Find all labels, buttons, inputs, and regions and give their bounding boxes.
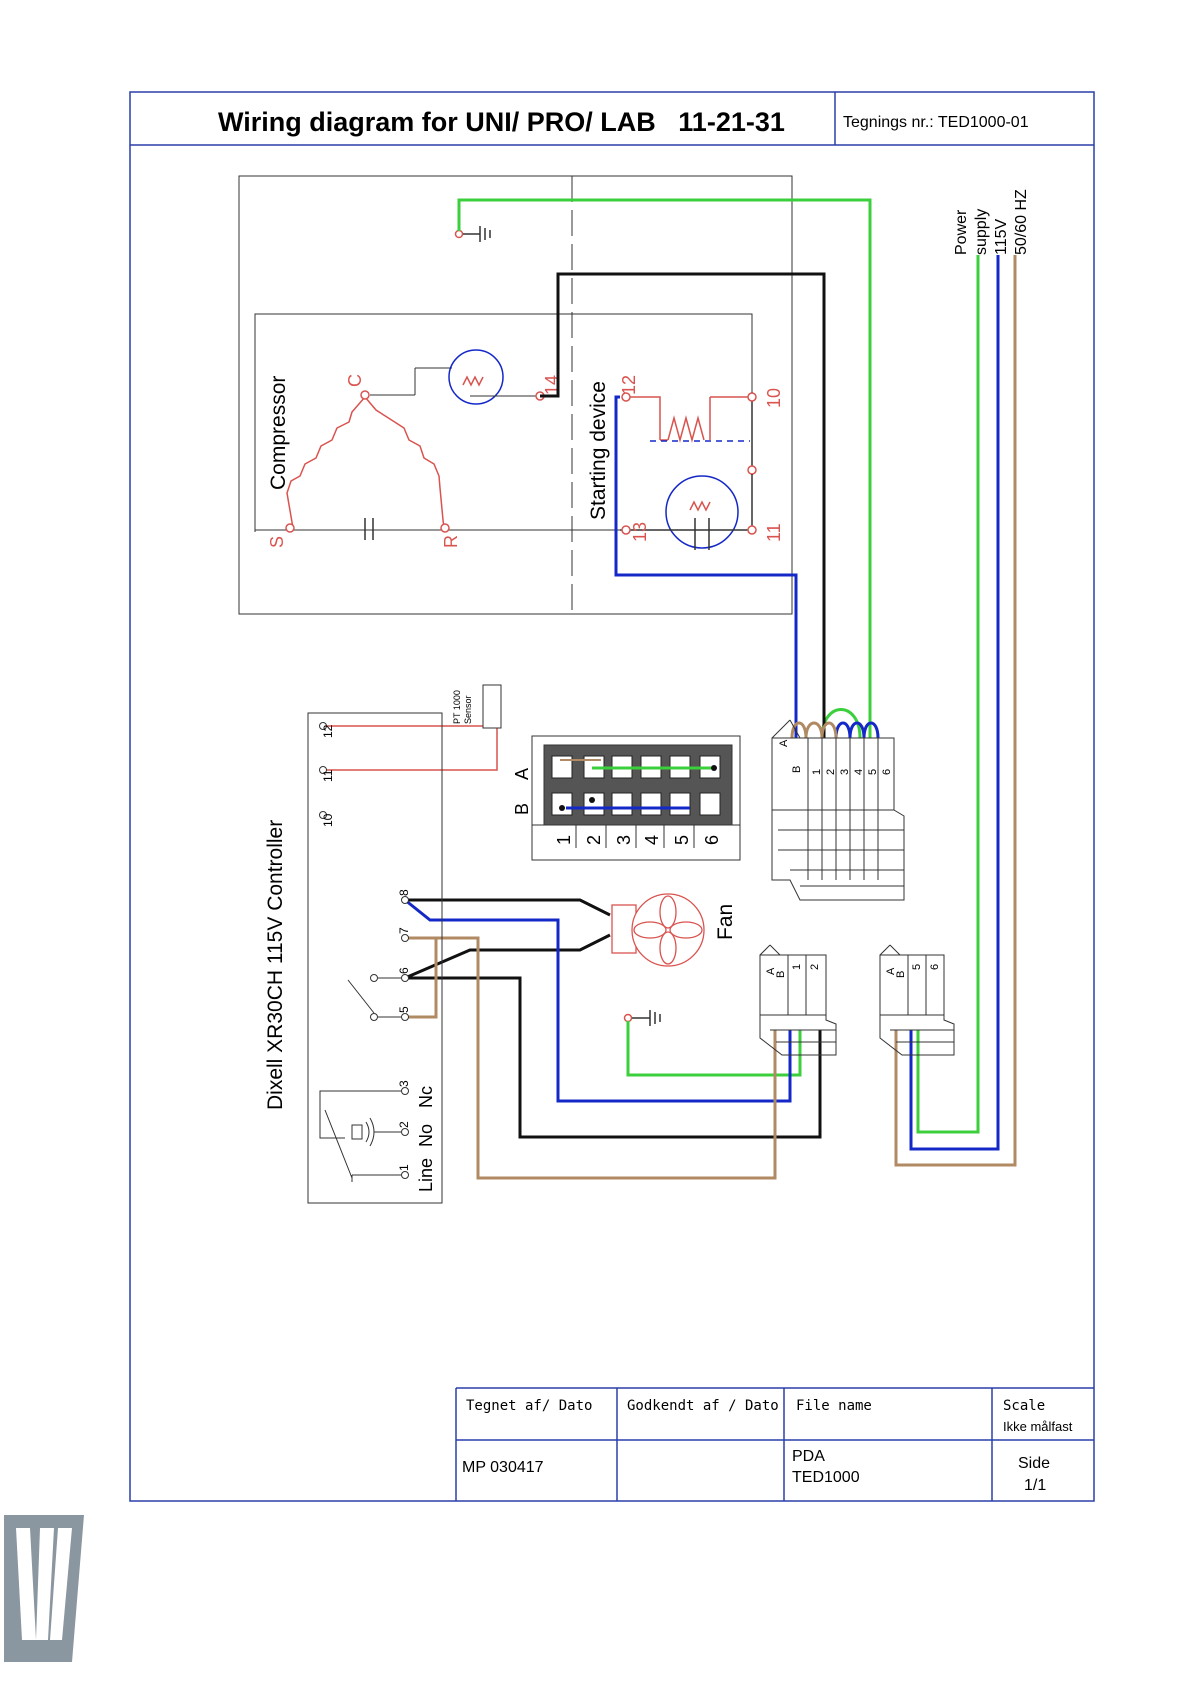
compressor-pin-s: S [267,536,287,548]
wire-black [404,272,826,1139]
wire-blue [404,255,1000,1151]
compressor-relay-switch [347,974,401,1021]
scale-label: Scale [1003,1398,1045,1414]
connector-col-4: 4 [642,835,662,845]
controller-label: Dixell XR30CH 115V Controller [264,820,287,1110]
fan-label: Fan [714,904,737,940]
page-label: Side [1018,1455,1050,1472]
controller-pin-8: 8 [397,889,411,896]
file-name-value-2: TED1000 [792,1469,860,1486]
compressor-label: Compressor [267,376,290,490]
controller-box [307,712,443,1204]
connector-col-6: 6 [702,835,722,845]
connector-col-2: 2 [584,835,604,845]
company-logo [4,1515,84,1662]
starter-pin-10: 10 [764,388,784,408]
diagram-title: Wiring diagram for UNI/ PRO/ LAB 11-21-3… [218,107,785,137]
starter-pin-11: 11 [764,523,784,542]
controller-pin-7: 7 [397,927,411,934]
drawing-frame [129,91,1095,1502]
ground-symbol-compressor [454,226,491,242]
main-block-col-2: 2 [825,769,837,775]
ptc-starter [535,391,757,550]
wire-green [457,198,980,1134]
relay-label-line: Line [416,1158,436,1192]
controller-pin-6: 6 [397,967,411,974]
main-block-col-4: 4 [853,769,865,775]
thermal-protector [370,349,540,405]
wire-red-sensor [326,720,498,771]
connector-col-3: 3 [614,835,634,845]
title-block [455,1387,1094,1501]
controller-pin-3: 3 [397,1080,411,1087]
main-block-col-1: 1 [811,769,823,775]
fan-block-col-1: 1 [791,964,803,970]
connector-grid [531,735,741,861]
power-block-col-5: 5 [911,964,923,970]
controller-pin-2: 2 [397,1121,411,1128]
fan-block-col-2: 2 [809,964,821,970]
main-block-letter-a: A [778,739,790,747]
file-name-label: File name [796,1398,872,1414]
pt1000-sensor [482,684,502,729]
terminal-block-main [771,719,905,901]
wire-brown [405,255,1017,1180]
starting-device-label: Starting device [587,381,610,520]
controller-pin-12: 12 [321,724,335,738]
sensor-label-1: PT 1000 [452,690,462,724]
compressor-windings [285,390,450,533]
compressor-housing [238,175,793,615]
controller-pin-5: 5 [397,1006,411,1013]
file-name-value-1: PDA [792,1448,825,1465]
drawn-by-value: MP 030417 [462,1459,544,1476]
connector-col-5: 5 [672,835,692,845]
page-value: 1/1 [1024,1477,1046,1494]
controller-terminals [319,722,409,1179]
controller-pin-11: 11 [321,769,335,782]
power-supply-label-2: supply [973,209,990,255]
power-supply-label-3: 115V [993,218,1010,255]
controller-pin-1: 1 [397,1164,411,1171]
power-block-letter-b: B [895,971,907,978]
fan-block-letter-b: B [775,971,787,978]
relay-label-no: No [416,1124,436,1147]
terminal-block-fan [759,944,837,1056]
main-block-col-5: 5 [867,769,879,775]
connector-col-1: 1 [554,835,574,845]
approved-by-label: Godkendt af / Dato [627,1398,779,1414]
alarm-relay-switch [319,1090,401,1182]
connector-row-a: A [512,768,532,780]
power-block-letter-a: A [885,967,897,975]
drawn-by-label: Tegnet af/ Dato [466,1398,592,1414]
ground-symbol-fan [623,1010,661,1026]
terminal-block-power [879,944,955,1056]
fan-block-letter-a: A [765,967,777,975]
buzzer-icon [351,1117,375,1147]
power-supply-label-4: 50/60 HZ [1013,189,1030,255]
power-supply-label-1: Power [953,209,970,255]
fan-icon [611,893,705,967]
connector-row-b: B [512,803,532,815]
main-block-col-3: 3 [839,769,851,775]
main-block-col-6: 6 [881,769,893,775]
drawing-number: Tegnings nr.: TED1000-01 [843,114,1029,131]
run-capacitor [364,518,374,540]
main-block-letter-b: B [791,766,803,773]
controller-pin-10: 10 [321,813,335,827]
sensor-label-2: Sensor [463,695,473,724]
scale-value: Ikke målfast [1003,1419,1073,1434]
starter-pin-12: 12 [619,375,639,395]
starter-pin-13: 13 [630,522,650,542]
compressor-pin-c: C [345,374,365,387]
relay-label-nc: Nc [416,1086,436,1108]
power-block-col-6: 6 [929,964,941,970]
compressor-pin-r: R [441,535,461,548]
